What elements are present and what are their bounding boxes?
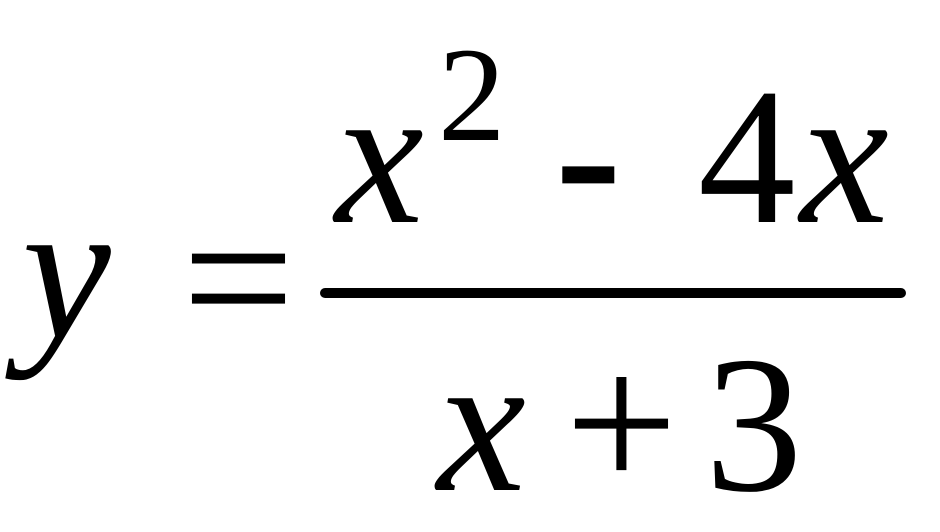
minus-sign: - — [555, 45, 622, 266]
coefficient: 4 — [698, 49, 796, 265]
denominator-variable: x — [434, 313, 526, 532]
numerator-variable: x — [332, 45, 424, 266]
constant: 3 — [705, 317, 803, 532]
plus-sign: + — [565, 313, 678, 532]
fraction-bar — [320, 288, 906, 298]
lhs-variable: y — [5, 160, 111, 381]
numerator-variable-2: x — [797, 45, 889, 266]
exponent: 2 — [438, 21, 506, 170]
equals-sign: = — [182, 168, 295, 389]
